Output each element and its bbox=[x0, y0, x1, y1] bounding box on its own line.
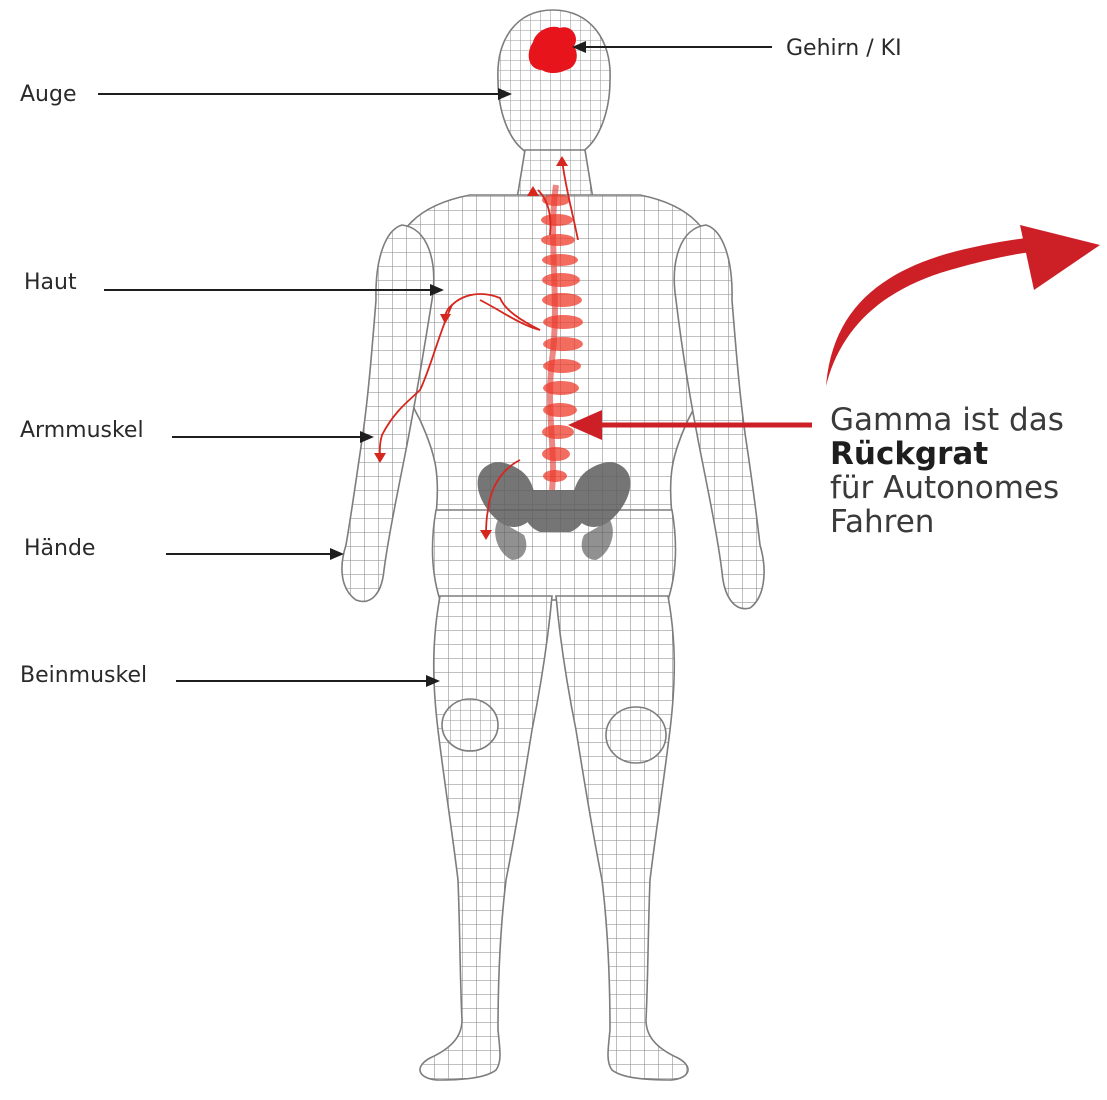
right-knee bbox=[606, 707, 666, 763]
label-auge: Auge bbox=[20, 84, 77, 106]
human-wireframe-figure bbox=[342, 10, 764, 1080]
right-leg-wireframe bbox=[556, 596, 688, 1080]
spine-callout-text: Gamma ist das Rückgrat für Autonomes Fah… bbox=[830, 403, 1100, 539]
callout-line-1: Gamma ist das bbox=[830, 403, 1100, 437]
left-knee bbox=[442, 699, 498, 751]
left-leg-wireframe bbox=[420, 596, 552, 1080]
label-haut: Haut bbox=[24, 272, 77, 294]
label-armmuskel: Armmuskel bbox=[20, 420, 144, 442]
callout-line-4: Fahren bbox=[830, 505, 1100, 539]
label-haende: Hände bbox=[24, 538, 95, 560]
swoosh-arrow bbox=[826, 225, 1100, 386]
label-gehirn: Gehirn / KI bbox=[786, 38, 902, 60]
callout-line-3: für Autonomes bbox=[830, 471, 1100, 505]
label-beinmuskel: Beinmuskel bbox=[20, 665, 147, 687]
callout-line-2: Rückgrat bbox=[830, 437, 1100, 471]
